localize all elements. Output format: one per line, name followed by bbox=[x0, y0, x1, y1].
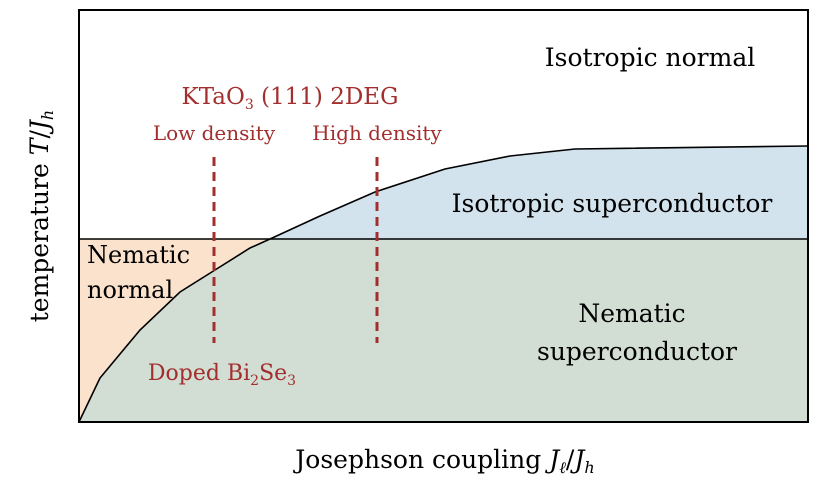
nematic-normal-region bbox=[79, 239, 270, 422]
nematic-normal-label-line2: normal bbox=[87, 276, 173, 304]
doped-bi2se3-label: Doped Bi2Se3 bbox=[148, 361, 296, 389]
nematic-superconductor-label-line1: Nematic bbox=[578, 299, 685, 328]
isotropic-superconductor-region bbox=[270, 146, 808, 239]
y-axis-label: temperature T/Jh bbox=[25, 110, 57, 323]
nematic-superconductor-region bbox=[79, 239, 808, 422]
isotropic-superconductor-label: Isotropic superconductor bbox=[452, 189, 773, 218]
plot-frame bbox=[78, 9, 809, 423]
nematic-superconductor-label-line2: superconductor bbox=[537, 337, 737, 366]
ktao-2deg-label: KTaO3 (111) 2DEG bbox=[182, 84, 399, 113]
nematic-normal-label-line1: Nematic bbox=[87, 241, 190, 269]
isotropic-normal-label: Isotropic normal bbox=[545, 43, 755, 72]
low-density-label: Low density bbox=[153, 121, 276, 145]
high-density-label: High density bbox=[312, 121, 442, 145]
x-axis-label: Josephson coupling Jℓ/Jh bbox=[292, 445, 594, 477]
